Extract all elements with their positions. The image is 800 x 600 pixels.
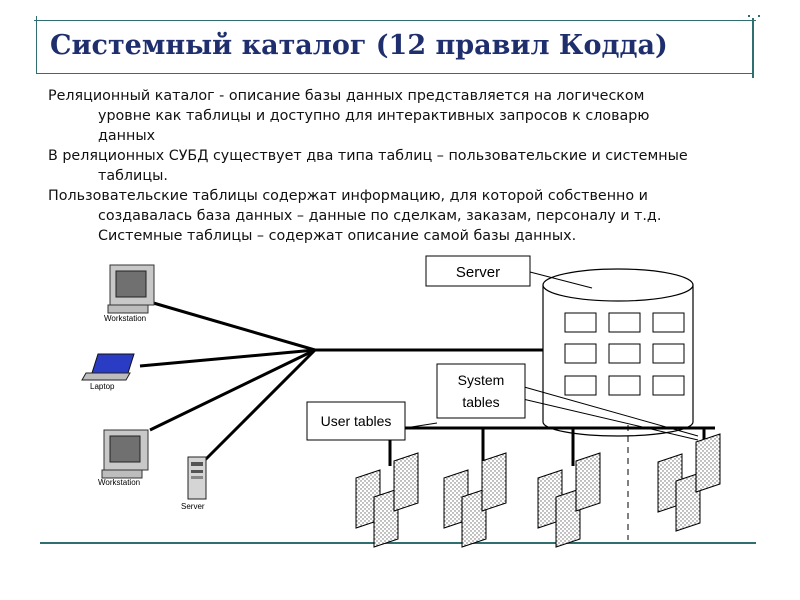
paragraph-2: В реляционных СУБД существует два типа т… — [48, 146, 758, 186]
paragraph-line: В реляционных СУБД существует два типа т… — [48, 148, 688, 164]
system-tables-callout-label: tables — [462, 394, 499, 410]
network-diagram: Workstation Laptop Workstation Server — [81, 255, 721, 548]
bottom-rule — [40, 542, 756, 544]
device-label-server: Server — [181, 502, 205, 511]
network-connections — [139, 300, 555, 462]
document-stack — [657, 433, 721, 532]
document-stack — [443, 452, 507, 548]
server-callout-label: Server — [456, 264, 500, 281]
workstation-icon: Workstation — [104, 264, 155, 323]
table-bus — [388, 426, 715, 466]
system-tables-callout-label: System — [458, 372, 505, 388]
document-stack — [355, 452, 419, 548]
paragraph-line: Пользовательские таблицы содержат информ… — [48, 188, 648, 204]
paragraph-line: Реляционный каталог - описание базы данн… — [48, 88, 645, 104]
frame-right-line — [752, 18, 754, 78]
database-windows — [564, 312, 685, 396]
document-stack — [537, 452, 601, 548]
laptop-icon: Laptop — [81, 353, 135, 391]
workstation-icon: Workstation — [98, 429, 149, 487]
slide-title: Системный каталог (12 правил Кодда) — [50, 30, 668, 61]
paragraph-3: Пользовательские таблицы содержат информ… — [48, 186, 758, 246]
corner-dot — [748, 15, 750, 17]
frame-left-line — [36, 16, 37, 74]
user-tables-callout-label: User tables — [321, 413, 392, 429]
corner-dot — [758, 15, 760, 17]
server-callout: Server — [425, 255, 531, 287]
device-label-workstation: Workstation — [98, 478, 140, 487]
paragraph-line: таблицы. — [98, 168, 168, 184]
system-tables-callout: System tables — [436, 363, 526, 419]
title-underline — [36, 73, 754, 74]
user-tables-callout: User tables — [306, 401, 406, 441]
server-tower-icon: Server — [181, 456, 207, 511]
paragraph-line: уровне как таблицы и доступно для интера… — [98, 108, 650, 124]
paragraph-line: данных — [98, 128, 156, 144]
device-label-workstation: Workstation — [104, 314, 146, 323]
device-label-laptop: Laptop — [90, 382, 115, 391]
paragraph-line: создавалась база данных – данные по сдел… — [98, 208, 662, 224]
paragraph-1: Реляционный каталог - описание базы данн… — [48, 86, 758, 146]
frame-top-line — [34, 20, 756, 21]
paragraph-line: Системные таблицы – содержат описание са… — [98, 228, 577, 244]
